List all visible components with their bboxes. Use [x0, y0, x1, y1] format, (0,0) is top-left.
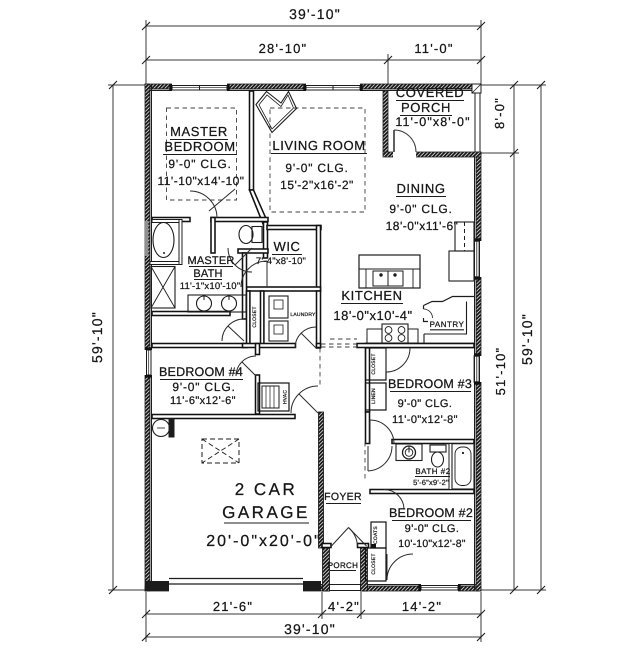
- svg-text:39'-10": 39'-10": [289, 6, 341, 22]
- svg-text:11'-1"x10'-10": 11'-1"x10'-10": [180, 281, 241, 292]
- svg-text:PANTRY: PANTRY: [430, 320, 465, 329]
- svg-text:7'-4"x8'-10": 7'-4"x8'-10": [256, 256, 306, 267]
- svg-text:COATS: COATS: [373, 526, 379, 544]
- svg-text:PORCH: PORCH: [401, 100, 451, 115]
- svg-text:CLOSET: CLOSET: [371, 553, 377, 574]
- svg-text:BEDROOM #3: BEDROOM #3: [388, 377, 472, 391]
- svg-text:28'-10": 28'-10": [259, 41, 308, 56]
- svg-text:9'-0" CLG.: 9'-0" CLG.: [172, 380, 235, 394]
- svg-text:MASTER: MASTER: [187, 255, 234, 267]
- svg-text:9'-0" CLG.: 9'-0" CLG.: [405, 523, 460, 535]
- svg-text:5'-6"x9'-2": 5'-6"x9'-2": [413, 478, 449, 487]
- svg-text:FOYER: FOYER: [324, 491, 362, 503]
- svg-text:COVERED: COVERED: [396, 85, 465, 100]
- svg-text:BEDROOM #2: BEDROOM #2: [389, 506, 473, 520]
- svg-text:2 CAR: 2 CAR: [235, 480, 298, 499]
- svg-text:59'-10": 59'-10": [89, 311, 105, 363]
- svg-text:4'-2": 4'-2": [328, 599, 360, 614]
- svg-text:WIC: WIC: [273, 239, 300, 254]
- svg-text:BEDROOM: BEDROOM: [164, 139, 235, 154]
- svg-text:BEDROOM #4: BEDROOM #4: [159, 365, 243, 379]
- svg-text:11'-10"x14'-10": 11'-10"x14'-10": [157, 174, 244, 188]
- svg-text:LIVING ROOM: LIVING ROOM: [272, 138, 365, 153]
- svg-text:51'-10": 51'-10": [493, 347, 508, 396]
- svg-text:9'-0" CLG.: 9'-0" CLG.: [285, 161, 348, 175]
- svg-text:20'-0"x20'-0": 20'-0"x20'-0": [206, 533, 322, 550]
- svg-text:CLOSET: CLOSET: [252, 306, 258, 327]
- svg-text:9'-0" CLG.: 9'-0" CLG.: [168, 157, 231, 171]
- svg-text:18'-0"x11'-6": 18'-0"x11'-6": [386, 219, 459, 233]
- svg-text:8'-0": 8'-0": [492, 97, 507, 129]
- svg-text:14'-2": 14'-2": [402, 599, 442, 614]
- svg-text:PORCH: PORCH: [328, 561, 358, 570]
- svg-text:11'-0"x8'-0": 11'-0"x8'-0": [395, 115, 470, 129]
- svg-text:11'-6"x12'-6": 11'-6"x12'-6": [170, 395, 236, 407]
- svg-text:LAUNDRY: LAUNDRY: [290, 312, 316, 318]
- svg-text:HVAC: HVAC: [283, 390, 289, 405]
- svg-text:BATH #2: BATH #2: [415, 467, 450, 476]
- svg-text:MASTER: MASTER: [170, 124, 228, 139]
- svg-text:9'-0" CLG.: 9'-0" CLG.: [389, 202, 452, 216]
- svg-text:15'-2"x16'-2": 15'-2"x16'-2": [280, 178, 354, 192]
- svg-text:BATH: BATH: [193, 268, 222, 280]
- svg-text:LINEN: LINEN: [371, 388, 377, 404]
- svg-text:GARAGE: GARAGE: [222, 503, 310, 522]
- svg-text:39'-10": 39'-10": [284, 621, 336, 637]
- svg-text:9'-0" CLG.: 9'-0" CLG.: [398, 398, 453, 410]
- svg-text:KITCHEN: KITCHEN: [341, 288, 402, 303]
- svg-text:59'-10": 59'-10": [519, 313, 535, 365]
- svg-text:CLOSET: CLOSET: [371, 353, 377, 374]
- svg-text:DINING: DINING: [396, 181, 445, 196]
- svg-text:21'-6": 21'-6": [213, 599, 253, 614]
- svg-text:10'-10"x12'-8": 10'-10"x12'-8": [398, 538, 465, 550]
- svg-text:18'-0"x10'-4": 18'-0"x10'-4": [333, 308, 412, 323]
- svg-text:11'-0": 11'-0": [414, 41, 453, 56]
- svg-text:11'-0"x12'-8": 11'-0"x12'-8": [392, 414, 458, 426]
